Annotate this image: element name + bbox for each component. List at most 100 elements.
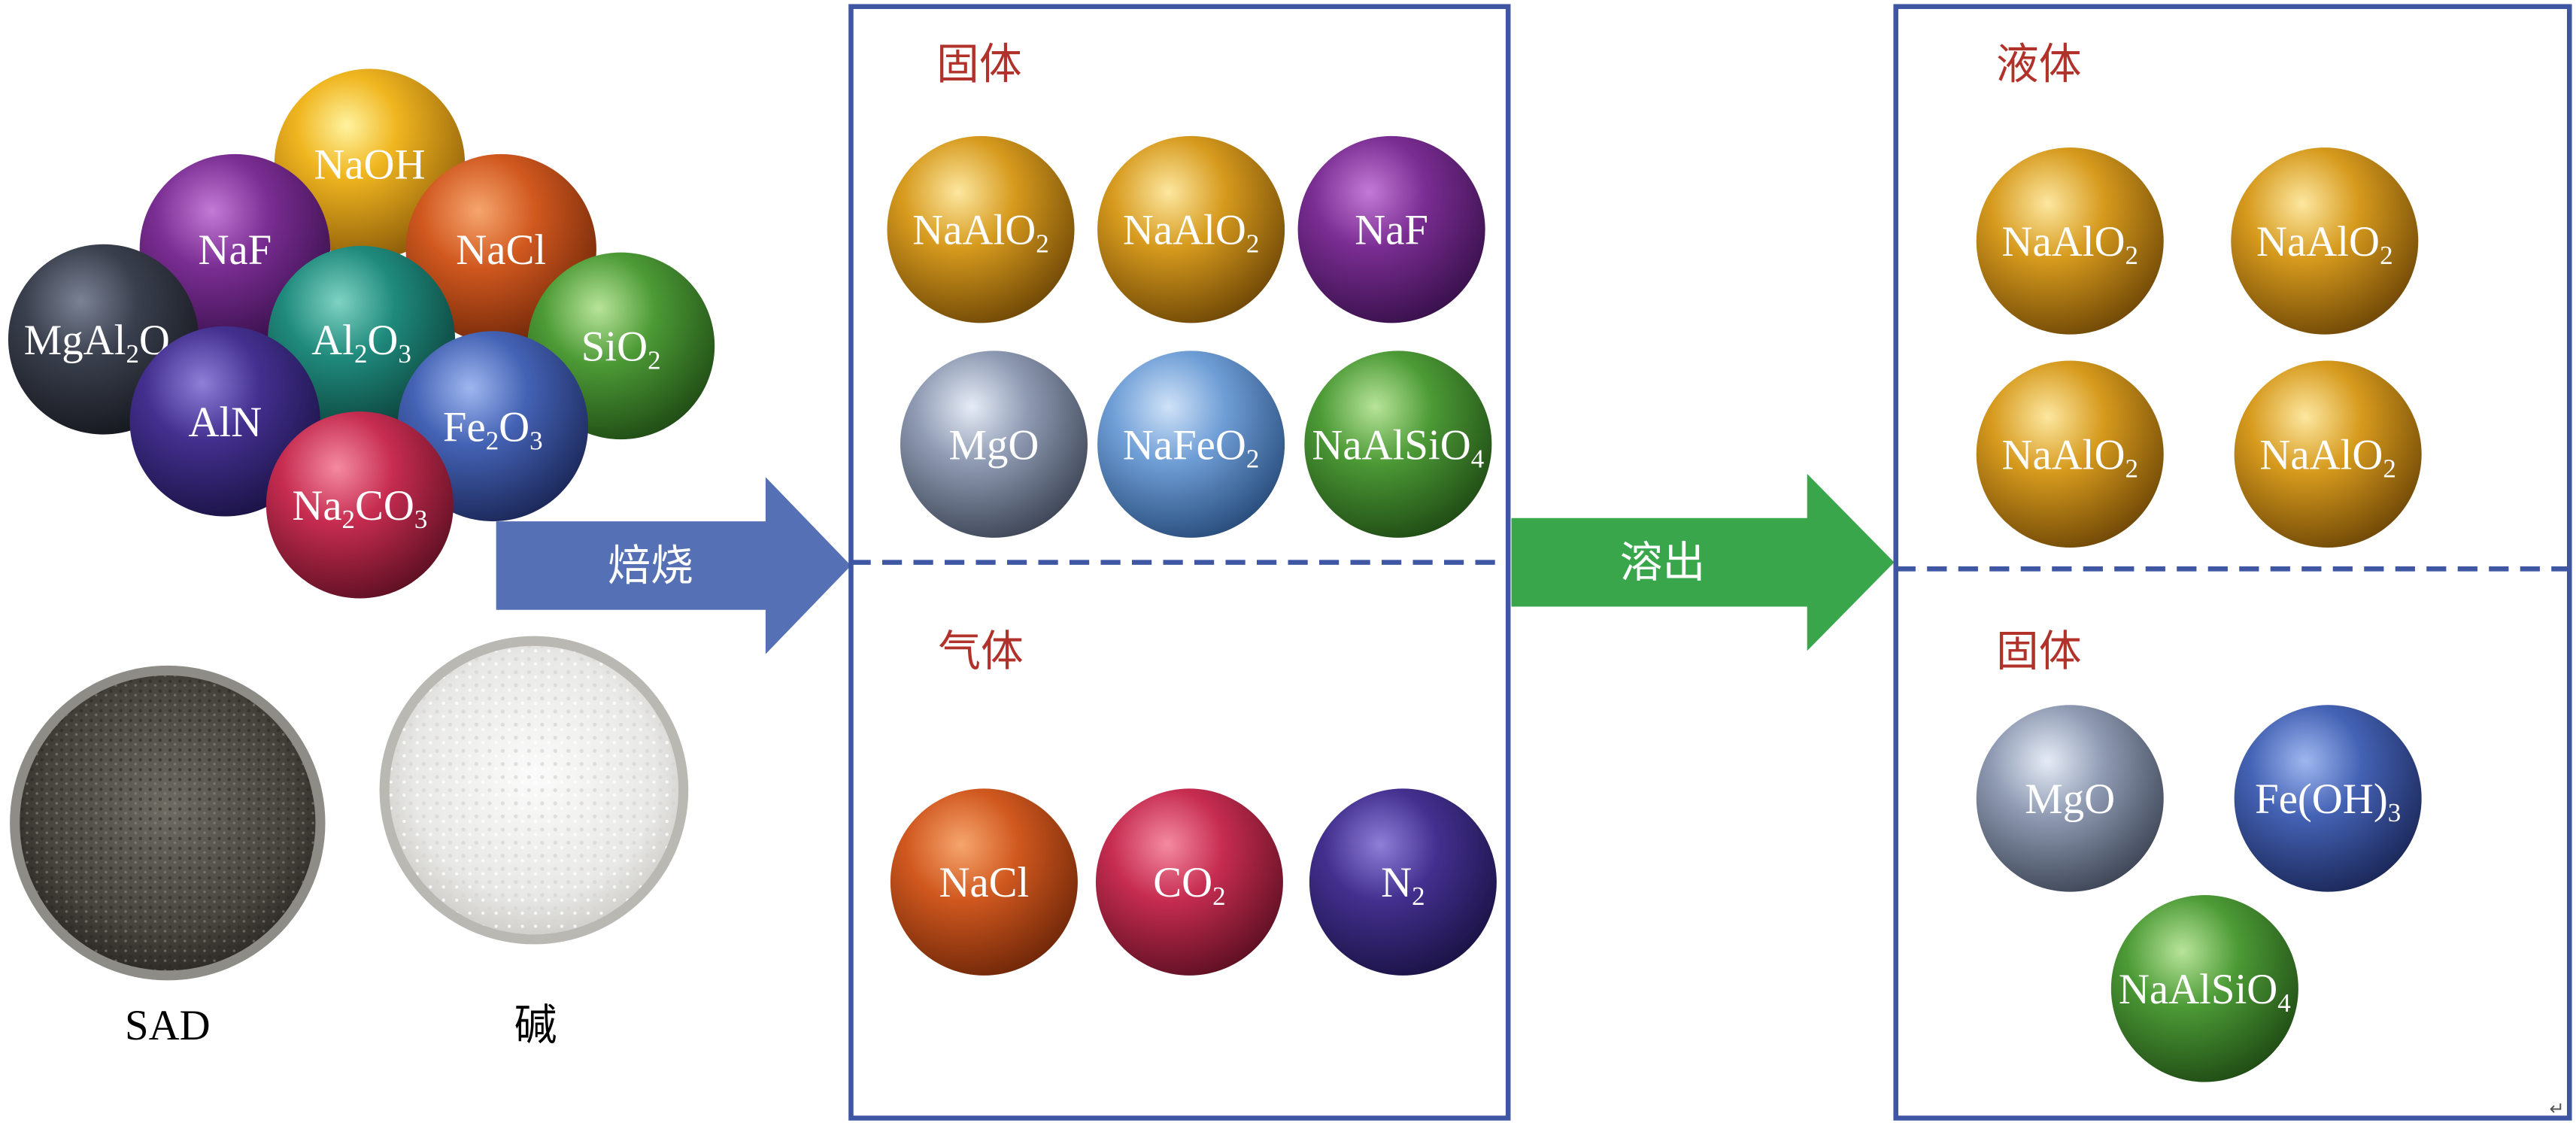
formula-subscript: 2 [1212, 882, 1225, 911]
molecule-co2: CO2 [1095, 788, 1283, 976]
sphere [2234, 360, 2422, 548]
alkali-label: 碱 [514, 1002, 557, 1049]
formula-label: NaAlO2 [2259, 431, 2395, 483]
formula-subscript: 2 [2125, 241, 2138, 270]
formula-text: N [1381, 859, 1412, 906]
formula-text: NaFeO [1123, 421, 1246, 469]
formula-text: SiO [581, 323, 648, 371]
formula-text: AlN [188, 399, 262, 446]
formula-text: MgO [949, 421, 1039, 469]
formula-label: NaAlSiO4 [2119, 966, 2291, 1018]
formula-subscript: 2 [1412, 882, 1425, 911]
formula-subscript: 2 [2380, 241, 2392, 270]
formula-subscript: 3 [2388, 798, 2401, 827]
sphere [2234, 705, 2422, 892]
formula-text: NaAlSiO [1312, 421, 1470, 469]
formula-text: NaAlO [2001, 218, 2125, 266]
formula-text: NaAlO [912, 207, 1036, 254]
formula-text: MgO [2025, 775, 2115, 823]
molecule-aln: AlN [129, 326, 320, 517]
formula-subscript: 4 [2277, 988, 2290, 1018]
formula-label: NaAlO2 [2001, 218, 2138, 270]
sphere [900, 351, 1088, 538]
formula-label: NaCl [456, 226, 546, 274]
formula-text: NaCl [456, 226, 546, 274]
formula-text: NaCl [939, 859, 1029, 906]
roasting-solid-heading: 固体 [936, 40, 1022, 90]
formula-subscript: 2 [126, 339, 138, 369]
formula-text: NaAlO [2001, 431, 2125, 478]
formula-subscript: 2 [2383, 454, 2395, 484]
formula-label: NaCl [939, 859, 1029, 906]
formula-text: NaF [198, 226, 272, 274]
formula-label: Al2O3 [311, 317, 411, 369]
formula-label: NaFeO2 [1123, 421, 1259, 473]
sphere [2110, 895, 2298, 1082]
molecule-na2co3: Na2CO3 [265, 411, 454, 599]
formula-label: CO2 [1153, 859, 1225, 911]
molecule-naalo2-1: NaAlO2 [1976, 147, 2164, 335]
formula-label: N2 [1381, 859, 1425, 911]
formula-subscript: 2 [1036, 229, 1048, 259]
dissolution-products-box [1893, 4, 2572, 1121]
sphere [1097, 351, 1285, 538]
sphere [265, 411, 454, 599]
sphere [1976, 147, 2164, 335]
sphere [2231, 147, 2419, 335]
formula-label: NaF [1355, 207, 1428, 254]
formula-text: NaAlO [2259, 431, 2383, 478]
formula-subscript: 2 [2125, 454, 2138, 484]
formula-text: Na [292, 482, 341, 530]
molecule-naalo2-2: NaAlO2 [2231, 147, 2419, 335]
formula-label: Fe2O3 [443, 403, 543, 455]
molecule-feoh3: Fe(OH)3 [2234, 705, 2422, 892]
raw-material-mixture: NaOHNaFNaClMgAl2O4Al2O3SiO2AlNFe2O3Na2CO… [8, 68, 715, 599]
molecule-mgo: MgO [900, 351, 1088, 538]
molecule-nafeo2: NaFeO2 [1097, 351, 1285, 538]
return-mark: ↵ [2550, 1098, 2565, 1119]
dissolution-solid-heading: 固体 [1996, 627, 2082, 676]
formula-label: NaAlO2 [912, 207, 1048, 259]
dissolve-arrow-label: 溶出 [1620, 538, 1706, 587]
sad-label: SAD [125, 1002, 211, 1049]
molecule-naalsio4: NaAlSiO4 [1304, 351, 1492, 538]
formula-label: Fe(OH)3 [2255, 775, 2401, 827]
molecule-naalo2-4: NaAlO2 [2234, 360, 2422, 548]
sphere [1976, 360, 2164, 548]
sad-sample-dish [10, 665, 326, 981]
formula-label: Na2CO3 [292, 482, 427, 534]
formula-subscript: 2 [1246, 229, 1259, 259]
formula-subscript: 2 [1246, 444, 1259, 473]
sphere [1304, 351, 1492, 538]
formula-label: NaAlO2 [1123, 207, 1259, 259]
sphere [887, 135, 1075, 323]
formula-label: NaAlSiO4 [1312, 421, 1484, 473]
molecule-n2: N2 [1309, 788, 1497, 976]
formula-text: NaF [1355, 207, 1428, 254]
formula-subscript: 3 [529, 426, 542, 456]
formula-text: NaAlSiO [2119, 966, 2277, 1013]
formula-text: Al [311, 317, 354, 364]
molecule-naalo2-b: NaAlO2 [1097, 135, 1285, 323]
formula-label: MgO [2025, 775, 2115, 823]
formula-text: MgAl [24, 317, 126, 364]
sphere [1097, 135, 1285, 323]
formula-subscript: 3 [398, 339, 411, 369]
roasting-gas-heading: 气体 [938, 627, 1024, 676]
dissolution-liquid-heading: 液体 [1996, 40, 2082, 90]
formula-subscript: 4 [1471, 444, 1484, 473]
formula-subscript: 3 [414, 505, 427, 534]
roast-arrow-label: 焙烧 [608, 542, 693, 591]
formula-text: NaOH [314, 141, 425, 189]
molecule-naf: NaF [1297, 135, 1485, 323]
formula-label: NaOH [314, 141, 425, 189]
sphere [1309, 788, 1497, 976]
formula-label: NaAlO2 [2001, 431, 2138, 483]
sphere [1095, 788, 1283, 976]
sphere [1976, 705, 2164, 892]
formula-text: NaAlO [2256, 218, 2380, 266]
formula-subscript: 2 [648, 346, 660, 375]
